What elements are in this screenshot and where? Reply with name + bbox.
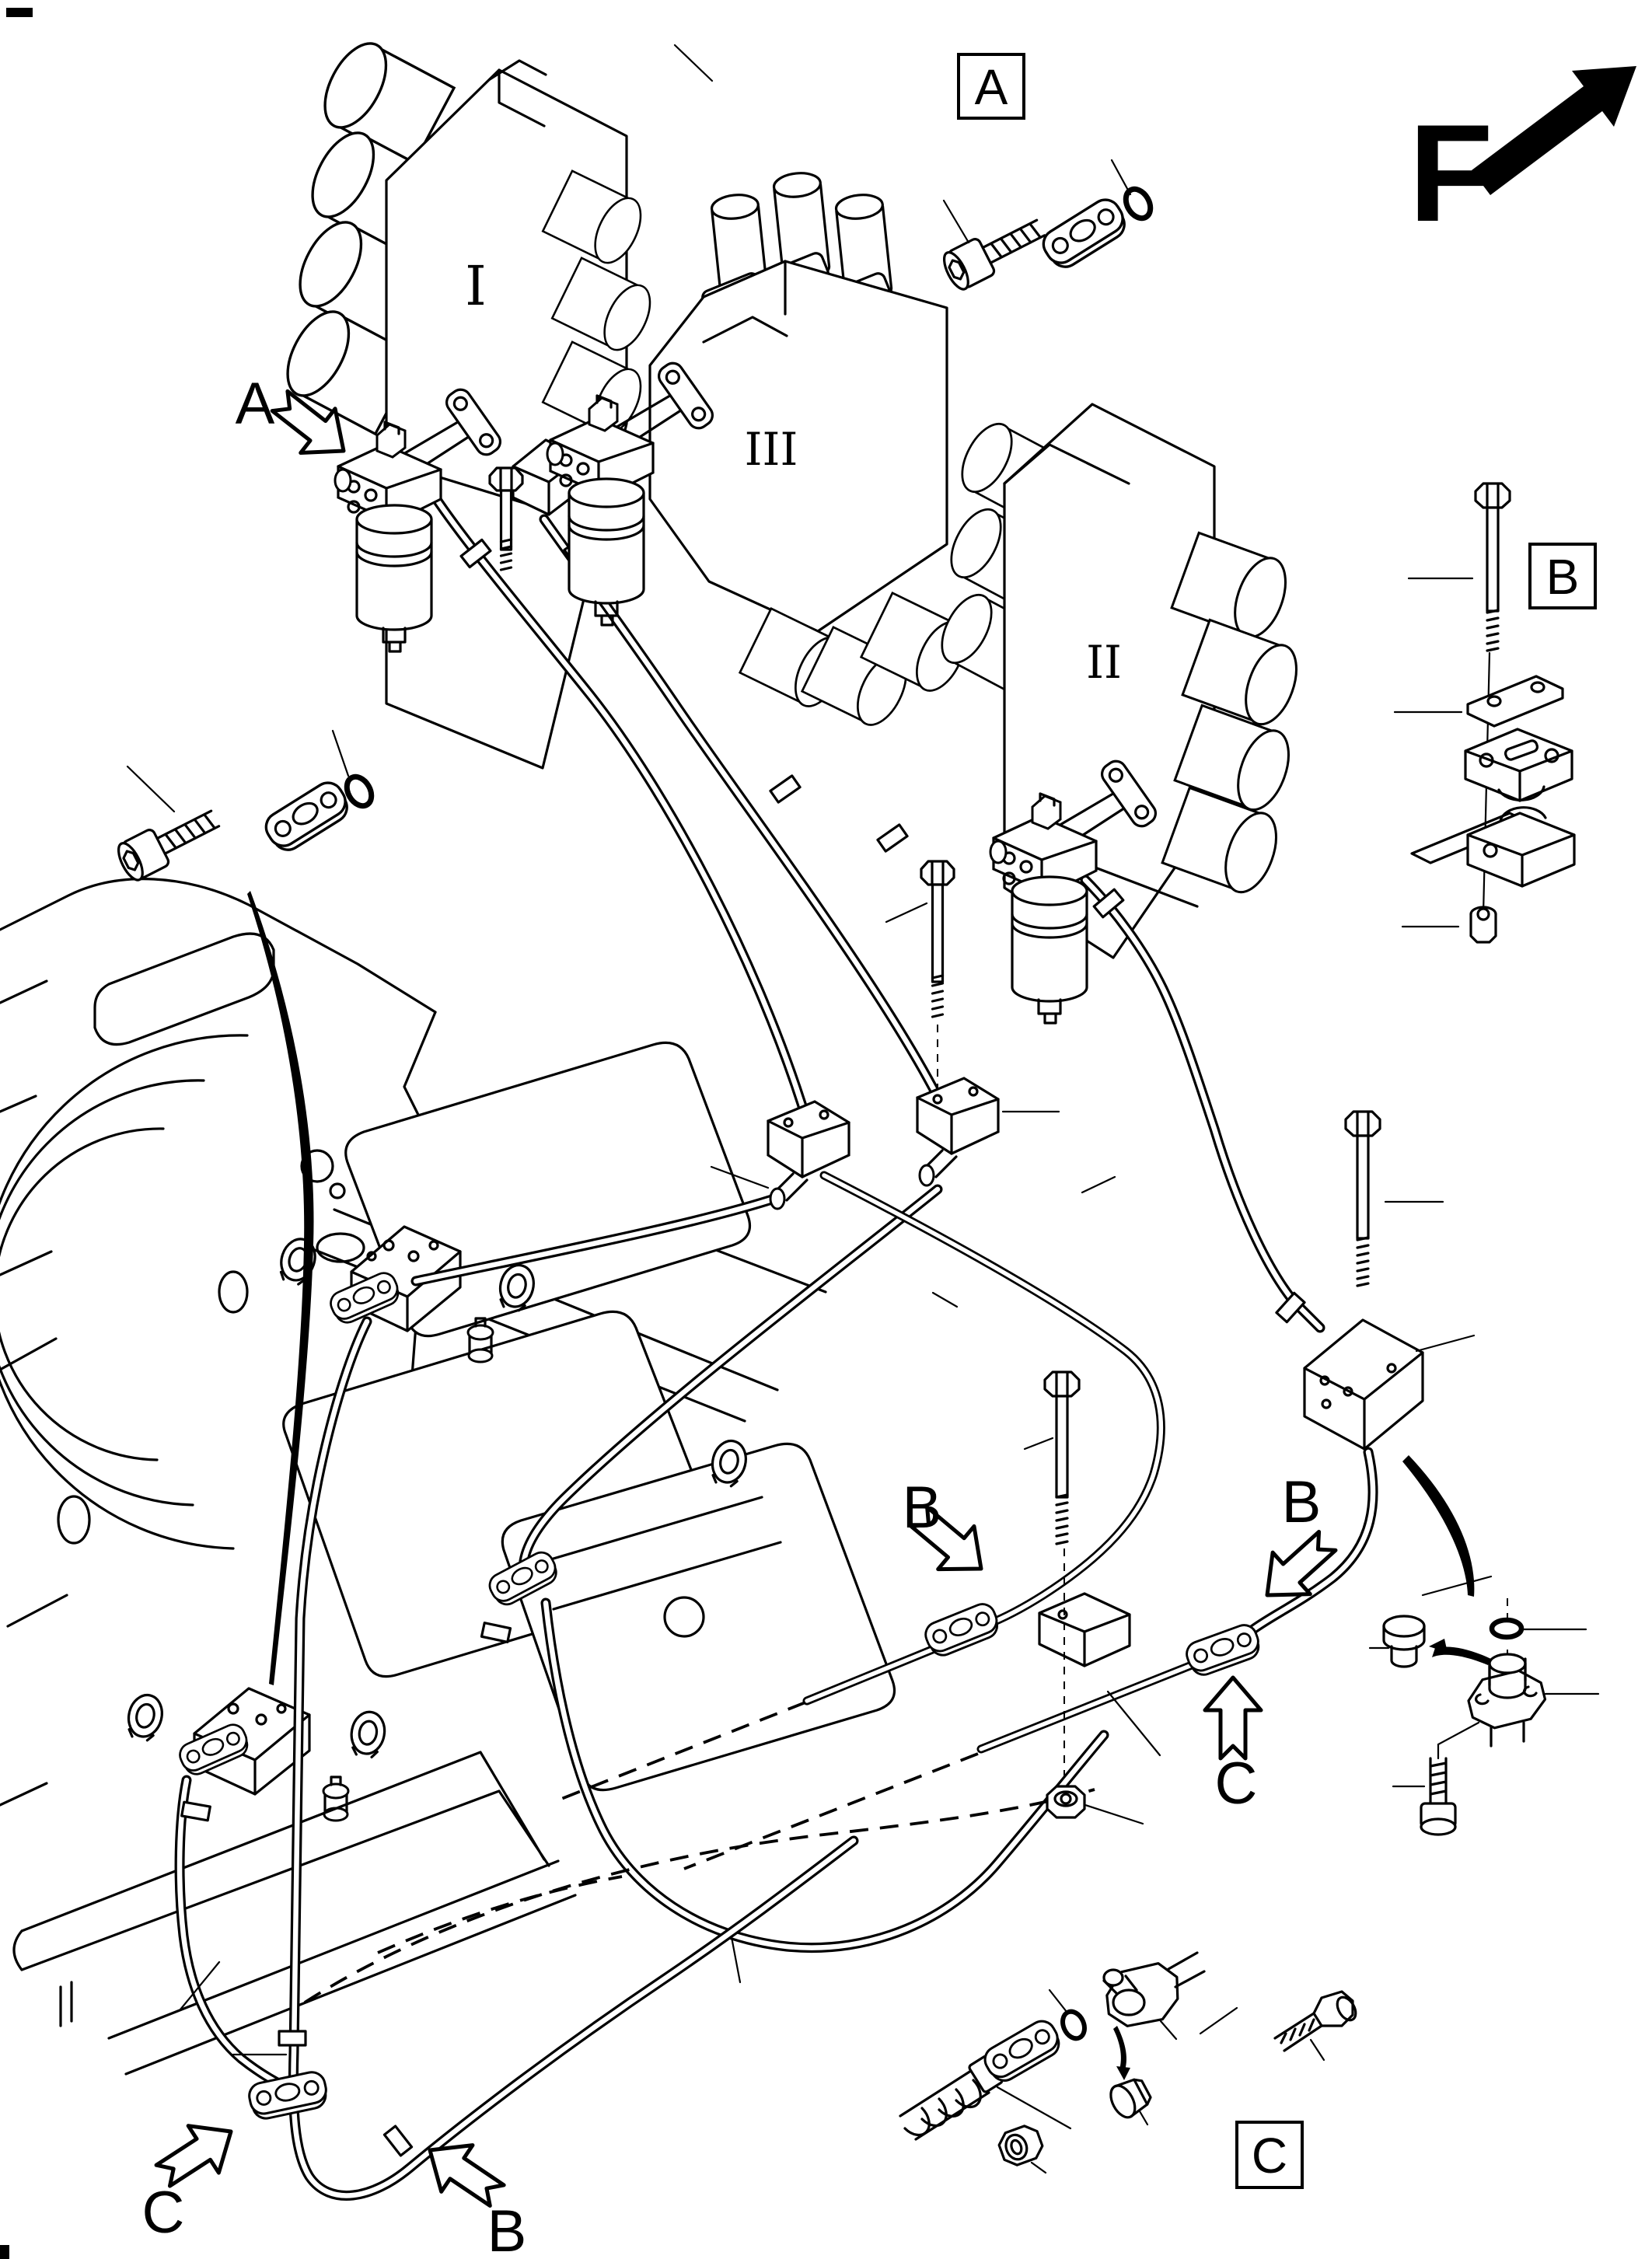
detail-callout-boxes: A B C [957, 53, 1597, 2189]
hex-bolt [920, 860, 955, 1018]
plug [1382, 1615, 1426, 1668]
split-flange [259, 776, 355, 858]
socket-head-bolt [1420, 1757, 1457, 1836]
socket-head-bolt [942, 218, 1046, 291]
detail-box-b [1528, 543, 1597, 609]
view-arrow-c1-label: C [1215, 1751, 1258, 1817]
callout-leader-lines [126, 44, 1600, 2174]
lifting-eye [122, 1690, 168, 1744]
hex-bolt [1344, 1110, 1381, 1287]
detail-c-parts [899, 1951, 1357, 2166]
junction-block [1303, 1318, 1424, 1451]
o-ring [1123, 186, 1154, 222]
detail-right-parts [1382, 1598, 1547, 1836]
view-direction-f: F [1409, 66, 1636, 250]
view-arrow-c1-icon [1205, 1678, 1261, 1758]
page-registration-mark [6, 8, 33, 17]
line-filters [334, 358, 1161, 1025]
split-flange-clamp [920, 1599, 1004, 1661]
detail-box-b-label: B [1546, 549, 1580, 605]
hydraulic-lines [174, 492, 1378, 2201]
pipe-clamps-and-fittings [175, 1077, 1424, 2123]
view-arrow-a-label: A [236, 371, 275, 437]
detail-a-parts [942, 186, 1154, 291]
detail-box-a-label: A [975, 59, 1008, 115]
lifting-eye [274, 1233, 322, 1289]
hose-clamp-block [916, 1077, 1000, 1187]
hex-bolt [1273, 1990, 1357, 2052]
detail-box-a [957, 53, 1025, 120]
valve-block-II: II [931, 403, 1308, 959]
split-flange [979, 2015, 1067, 2088]
flanged-socket [1467, 1653, 1547, 1747]
view-arrow-b3-label: B [487, 2198, 527, 2259]
engine-and-pump-assembly [0, 878, 896, 2076]
hose-clamp-block [767, 1100, 850, 1210]
view-direction-f-arrow-icon [1472, 66, 1636, 195]
breather-cap [322, 1775, 350, 1822]
view-arrow-c2-label: C [142, 2180, 185, 2246]
lifting-eye [346, 1708, 389, 1760]
mounting-bolts [488, 466, 1381, 1545]
socket-head-bolt [117, 809, 221, 882]
tube-clamp-block [1038, 1592, 1131, 1667]
flanged-adapter [1102, 1951, 1206, 2027]
detail-box-c-label: C [1252, 2128, 1287, 2184]
hex-nut [997, 2125, 1044, 2166]
pipe-nut [1046, 1785, 1086, 1819]
valve-block-III: III [648, 169, 976, 734]
view-arrow-b1-label: B [903, 1475, 942, 1541]
valve-block-3-label: III [745, 423, 798, 476]
valve-block-1-label: I [465, 254, 487, 318]
view-direction-callouts: A B B B C C [142, 371, 1346, 2259]
clamp-plate [1466, 675, 1564, 728]
hex-bolt [1043, 1370, 1081, 1545]
hex-bolt [1474, 482, 1511, 652]
o-ring [1060, 2009, 1087, 2041]
hex-bolt [488, 466, 524, 571]
page-registration-mark [0, 2245, 9, 2259]
o-ring [344, 773, 375, 809]
detail-left-parts [117, 773, 375, 882]
split-flange-clamp [1182, 1620, 1265, 1680]
plug [1109, 2078, 1152, 2119]
clamp-half-upper [1464, 728, 1573, 802]
detail-b-parts [1410, 482, 1576, 944]
clamp-half-lower [1466, 806, 1576, 888]
valve-block-I: I [274, 32, 661, 770]
o-ring [1489, 1617, 1525, 1640]
detail-box-c [1235, 2121, 1304, 2189]
valve-block-2-label: II [1086, 636, 1122, 689]
split-flange [1036, 193, 1133, 275]
lock-nut [1469, 906, 1497, 944]
view-arrow-b2-label: B [1282, 1469, 1322, 1535]
